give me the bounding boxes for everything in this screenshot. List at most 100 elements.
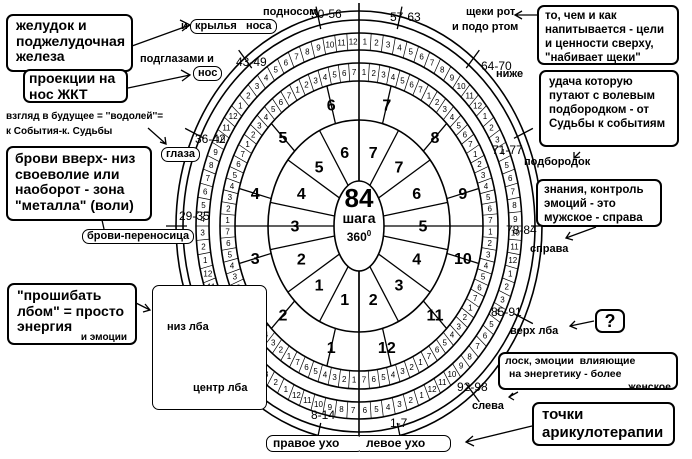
label-podglazami: подглазами и [140, 53, 214, 65]
outer-cell-divider [476, 335, 487, 347]
question-box: ? [595, 309, 625, 333]
range-tick [465, 49, 480, 69]
outer-cell-label: 7 [351, 406, 356, 415]
inner-cell-divider [243, 133, 257, 145]
inner-cell-label: 3 [271, 339, 276, 348]
outer-cell-label: 2 [408, 396, 413, 405]
inner-cell-label: 2 [279, 346, 284, 355]
range-92-98: 92-98 [457, 380, 488, 394]
outer-cell-divider [443, 66, 452, 81]
outer-cell-divider [277, 58, 285, 74]
note-brows: брови вверх- низ своеволие или наоборот … [6, 146, 152, 221]
outer-cell-divider [369, 401, 372, 419]
inner-cell-label: 1 [468, 304, 473, 313]
middle-sector-label: 10 [454, 251, 472, 268]
inner-cell-label: 3 [486, 250, 491, 259]
outer-cell-label: 8 [305, 48, 310, 57]
inner-cell-divider [455, 124, 468, 136]
forehead-main: "прошибать лбом" = просто энергия [17, 287, 125, 335]
inner-cell-label: 1 [352, 376, 357, 385]
sector-divider [422, 123, 448, 152]
inner-cell-divider [238, 144, 252, 154]
inner-cell-divider [466, 298, 480, 308]
inner-cell-label: 6 [279, 98, 284, 107]
sector-divider [381, 328, 392, 367]
inner-cell-divider [412, 79, 420, 96]
sector-divider [239, 252, 272, 265]
outer-cell-divider [498, 155, 511, 163]
inner-sector-label: 5 [315, 160, 324, 177]
outer-cell-label: 12 [473, 101, 482, 110]
outer-cell-divider [508, 238, 522, 241]
outer-cell-label: 3 [255, 82, 260, 91]
outer-cell-divider [476, 105, 487, 117]
outer-cell-divider [199, 182, 213, 188]
inner-cell-divider [298, 356, 306, 373]
inner-cell-label: 7 [241, 150, 246, 159]
inner-cell-divider [474, 278, 489, 286]
outer-cell-label: 3 [495, 136, 500, 145]
inner-sector-label: 4 [412, 251, 421, 268]
range-43-49: 43-49 [236, 55, 267, 69]
outer-cell-label: 10 [447, 370, 456, 379]
outer-cell-label: 9 [450, 73, 455, 82]
outer-cell-label: 8 [512, 201, 517, 210]
outer-cell-label: 2 [274, 378, 279, 387]
outer-cell-label: 7 [294, 53, 299, 62]
outer-cell-label: 11 [510, 242, 519, 251]
inner-cell-label: 6 [342, 69, 347, 78]
outer-cell-label: 4 [386, 403, 391, 412]
sector-divider [446, 252, 479, 265]
middle-sector-label: 2 [279, 307, 288, 324]
outer-cell-label: 4 [264, 73, 269, 82]
inner-cell-label: 2 [226, 205, 231, 214]
outer-cell-divider [468, 345, 479, 358]
outer-cell-label: 8 [440, 66, 445, 75]
outer-cell-label: 12 [349, 37, 358, 46]
outer-cell-label: 6 [203, 187, 208, 196]
inner-cell-label: 7 [352, 68, 357, 77]
note-future-line1: взгляд в будущее = ''водолей''= [6, 111, 164, 122]
inner-cell-label: 2 [304, 81, 309, 90]
inner-cell-label: 6 [487, 205, 492, 214]
outer-cell-label: 9 [513, 215, 518, 224]
middle-sector-label: 5 [279, 130, 288, 147]
inner-cell-divider [395, 364, 401, 382]
outer-cell-divider [310, 394, 316, 411]
inner-cell-divider [479, 189, 495, 195]
range-tick [315, 6, 322, 30]
range-64-70: 64-70 [481, 59, 512, 73]
outer-cell-label: 10 [457, 82, 466, 91]
inner-cell-divider [403, 74, 411, 92]
middle-sector-label: 6 [327, 97, 336, 114]
inner-sector-label: 6 [340, 145, 349, 162]
inner-cell-divider [337, 369, 341, 388]
outer-cell-label: 10 [511, 229, 520, 238]
inner-cell-label: 5 [332, 70, 337, 79]
outer-cell-divider [224, 117, 236, 128]
arrow-question [568, 320, 595, 330]
inner-divider [270, 235, 335, 251]
note-luck: удача которую путают с волевым подбородк… [539, 70, 679, 147]
outer-cell-label: 2 [201, 242, 206, 251]
outer-cell-divider [433, 58, 441, 74]
sector-divider [326, 328, 337, 367]
inner-cell-label: 2 [463, 313, 468, 322]
outer-cell-label: 8 [339, 405, 344, 414]
outer-cell-divider [498, 289, 511, 297]
forehead-zone-box: низ лба центр лба [152, 285, 267, 410]
pill-levoe-ukho: левое ухо [360, 435, 451, 452]
outer-cell-divider [493, 141, 507, 150]
inner-cell-divider [298, 79, 306, 96]
outer-cell-divider [468, 94, 479, 107]
inner-cell-label: 2 [342, 375, 347, 384]
inner-divider [287, 159, 340, 199]
outer-cell-divider [346, 401, 349, 419]
inner-cell-divider [223, 257, 239, 263]
inner-cell-label: 4 [450, 331, 455, 340]
label-shcheki-rot: щеки рот [466, 6, 516, 18]
inner-cell-label: 1 [427, 91, 432, 100]
note-forehead: "прошибать лбом" = просто энергия и эмоц… [7, 283, 137, 345]
inner-cell-label: 2 [487, 239, 492, 248]
inner-cell-divider [367, 63, 370, 82]
